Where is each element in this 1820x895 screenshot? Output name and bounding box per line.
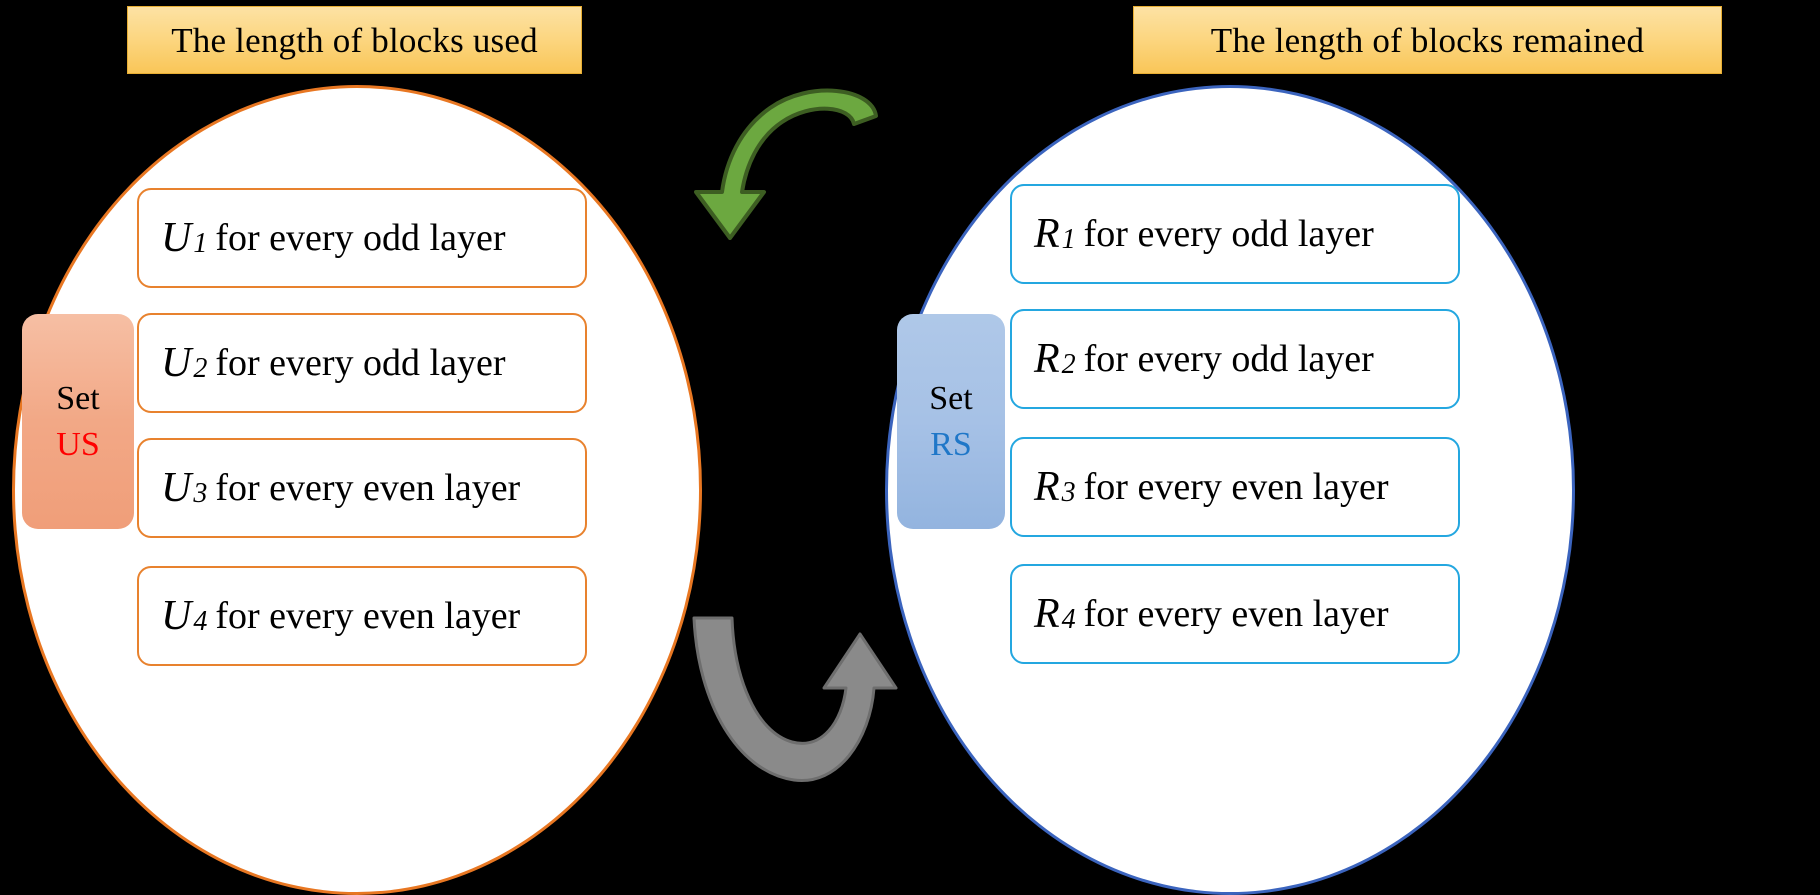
gray-curved-arrow-icon — [692, 616, 898, 782]
item-symbol: R — [1034, 211, 1060, 257]
set-us-tab[interactable]: Set US — [22, 314, 134, 529]
item-subscript: 4 — [193, 606, 208, 637]
item-label: for every even layer — [1083, 593, 1389, 635]
set-us-label: Set — [56, 379, 100, 417]
set-rs-label: Set — [929, 379, 973, 417]
set-rs-tab[interactable]: Set RS — [897, 314, 1005, 529]
item-subscript: 3 — [193, 478, 208, 509]
item-label: for every odd layer — [215, 342, 506, 384]
item-symbol: U — [161, 340, 192, 386]
item-symbol: R — [1034, 591, 1060, 637]
left-panel-banner: The length of blocks used — [127, 6, 582, 74]
item-symbol: U — [161, 465, 192, 511]
item-symbol: R — [1034, 464, 1060, 510]
item-label: for every even layer — [215, 595, 521, 637]
item-label: for every odd layer — [1083, 213, 1374, 255]
right-banner-title: The length of blocks remained — [1210, 20, 1645, 60]
green-curved-arrow-icon — [694, 88, 878, 240]
right-panel-banner: The length of blocks remained — [1133, 6, 1722, 74]
item-subscript: 2 — [1061, 349, 1076, 380]
item-label: for every even layer — [1083, 466, 1389, 508]
item-subscript: 3 — [1061, 477, 1076, 508]
item-symbol: R — [1034, 336, 1060, 382]
item-subscript: 1 — [193, 228, 208, 259]
item-label: for every odd layer — [215, 217, 506, 259]
item-symbol: U — [161, 215, 192, 261]
item-label: for every odd layer — [1083, 338, 1374, 380]
item-subscript: 4 — [1061, 604, 1076, 635]
item-label: for every even layer — [215, 467, 521, 509]
set-rs-code: RS — [930, 425, 972, 463]
set-us-code: US — [56, 425, 100, 463]
item-subscript: 1 — [1061, 224, 1076, 255]
item-subscript: 2 — [193, 353, 208, 384]
item-symbol: U — [161, 593, 192, 639]
left-banner-title: The length of blocks used — [171, 20, 538, 60]
